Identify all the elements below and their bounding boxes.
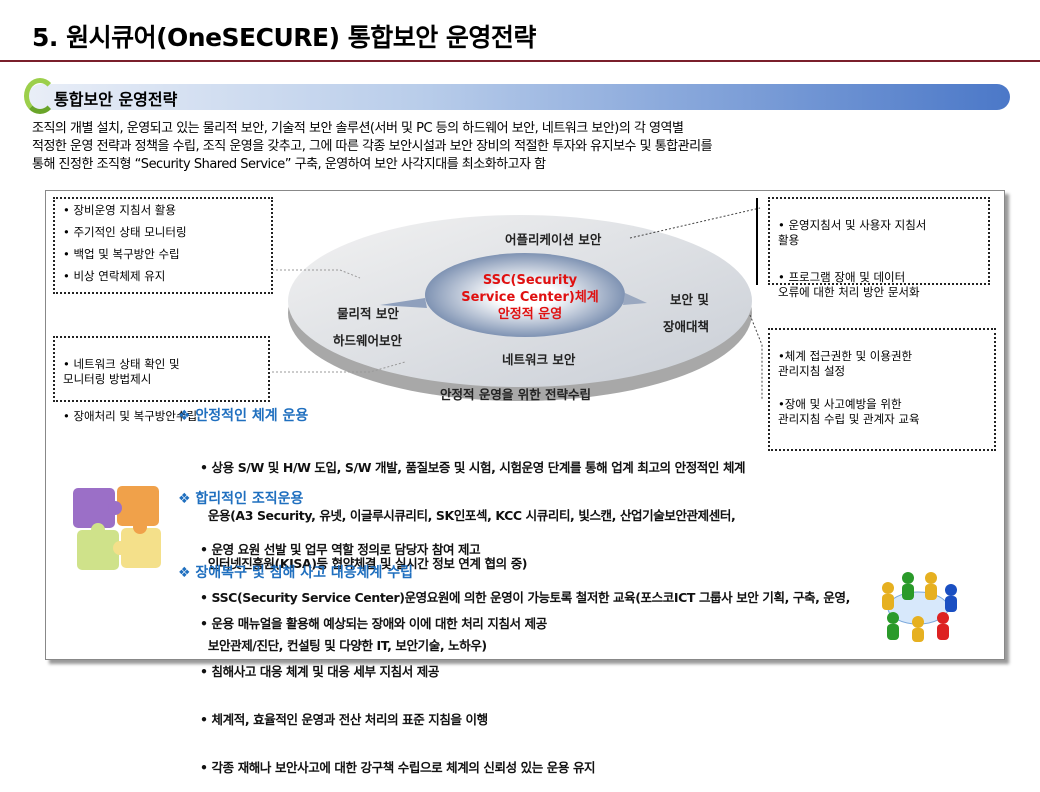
- callout-item: • 운영지침서 및 사용자 지침서 활용: [778, 218, 927, 247]
- callout-item: • 비상 연락체제 유지: [63, 269, 166, 283]
- heading-organization: ❖ 합리적인 조직운용: [178, 491, 304, 507]
- ssc-center-label: SSC(Security Service Center)체계 안정적 운영: [440, 272, 620, 323]
- section-title: 통합보안 운영전략: [54, 90, 178, 109]
- stable-operation-items: • 상용 S/W 및 H/W 도입, S/W 개발, 품질보증 및 시험, 시험…: [200, 428, 746, 588]
- people-network-icon: [882, 572, 957, 642]
- callout-item: • 주기적인 상태 모니터링: [63, 225, 187, 239]
- security-ring-diagram: [288, 215, 752, 401]
- heading-stable-operation: ❖ 안정적인 체계 운용: [178, 408, 309, 424]
- callout-access: •체계 접근권한 및 이용권한 관리지침 설정 •장애 및 사고예방을 위한 관…: [768, 328, 996, 451]
- bullet-item: 보안관제/진단, 컨설팅 및 다양한 IT, 보안기술, 노하우): [200, 638, 487, 653]
- intro-line: 통해 진정한 조직형 “Security Shared Service” 구축,…: [32, 157, 546, 172]
- bullet-item: • 체계적, 효율적인 운영과 전산 처리의 표준 지침을 이행: [200, 712, 488, 727]
- ssc-line: Service Center)체계: [461, 290, 599, 305]
- callout-item: • 장비운영 지침서 활용: [63, 203, 176, 217]
- bullet-item: • 운영 요원 선발 및 업무 역할 정의로 담당자 참여 제고: [200, 542, 481, 557]
- organization-items: • 운영 요원 선발 및 업무 역할 정의로 담당자 참여 제고 • SSC(S…: [200, 510, 850, 670]
- diagram-caption: 안정적 운영을 위한 전략수립: [440, 387, 592, 402]
- intro-line: 적정한 운영 전략과 정책을 수립, 조직 운영을 갖추고, 그에 따른 각종 …: [32, 139, 713, 154]
- label-incident-measures: 장애대책: [663, 319, 710, 334]
- callout-item: •장애 및 사고예방을 위한 관리지침 수립 및 관계자 교육: [778, 397, 920, 426]
- callout-equipment: • 장비운영 지침서 활용 • 주기적인 상태 모니터링 • 백업 및 복구방안…: [53, 197, 273, 294]
- recovery-items: • 운용 매뉴얼을 활용해 예상되는 장애와 이에 대한 처리 지침서 제공 •…: [200, 584, 596, 792]
- bullet-item: 인터넷진흥원(KISA)등 협약체결 및 실시간 정보 연계 협의 중): [200, 556, 528, 571]
- label-physical-security: 물리적 보안: [337, 306, 399, 321]
- label-app-security: 어플리케이션 보안: [505, 232, 602, 247]
- callout-network: • 네트워크 상태 확인 및 모니터링 방법제시 • 장애처리 및 복구방안수립: [53, 336, 270, 423]
- bullet-item: • 각종 재해나 보안사고에 대한 강구책 수립으로 체계의 신뢰성 있는 운용…: [200, 760, 596, 775]
- bullet-item: 운용(A3 Security, 유넷, 이글루시큐리티, SK인포섹, KCC …: [200, 508, 736, 523]
- callout-item: • 네트워크 상태 확인 및 모니터링 방법제시: [63, 357, 180, 386]
- callout-item: • 프로그램 장애 및 데이터 오류에 대한 처리 방안 문서화: [778, 270, 920, 299]
- callout-application: • 운영지침서 및 사용자 지침서 활용 • 프로그램 장애 및 데이터 오류에…: [768, 197, 990, 299]
- bullet-item: • SSC(Security Service Center)운영요원에 의한 운…: [200, 590, 850, 605]
- callout-item: • 백업 및 복구방안 수립: [63, 247, 180, 261]
- puzzle-icon: [73, 486, 161, 570]
- page-title: 5. 원시큐어(OneSECURE) 통합보안 운영전략: [32, 23, 536, 52]
- label-network-security: 네트워크 보안: [502, 352, 576, 367]
- connector-lines: [268, 198, 763, 400]
- title-divider: [0, 60, 1040, 62]
- bullet-item: • 침해사고 대응 체계 및 대응 세부 지침서 제공: [200, 664, 440, 679]
- intro-text: 조직의 개별 설치, 운영되고 있는 물리적 보안, 기술적 보안 솔루션(서버…: [32, 120, 1032, 174]
- ssc-line: 안정적 운영: [497, 307, 563, 322]
- label-security-and: 보안 및: [670, 292, 709, 307]
- heading-recovery: ❖ 장애복구 및 침해 사고 대응체계 수립: [178, 565, 413, 581]
- callout-item: • 장애처리 및 복구방안수립: [63, 409, 198, 423]
- bullet-item: • 운용 매뉴얼을 활용해 예상되는 장애와 이에 대한 처리 지침서 제공: [200, 616, 547, 631]
- section-header: 통합보안 운영전략: [24, 78, 1010, 114]
- callout-item: •체계 접근권한 및 이용권한 관리지침 설정: [778, 349, 913, 378]
- swirl-icon: [24, 78, 56, 114]
- intro-line: 조직의 개별 설치, 운영되고 있는 물리적 보안, 기술적 보안 솔루션(서버…: [32, 121, 684, 136]
- bullet-item: • 상용 S/W 및 H/W 도입, S/W 개발, 품질보증 및 시험, 시험…: [200, 460, 746, 475]
- label-hardware-security: 하드웨어보안: [333, 333, 403, 348]
- ssc-line: SSC(Security: [482, 273, 578, 288]
